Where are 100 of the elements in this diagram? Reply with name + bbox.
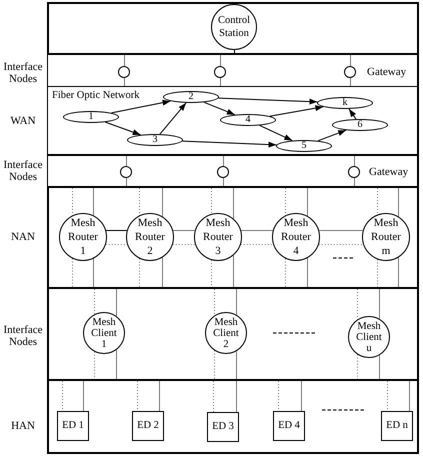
- client-label: Mesh Client 2: [213, 316, 239, 350]
- connector-line: [106, 230, 128, 231]
- connector-line: [236, 380, 237, 412]
- connector-line: [223, 156, 224, 167]
- arrow: [259, 124, 293, 142]
- arrow: [204, 102, 236, 116]
- connector-line: [350, 77, 351, 86]
- connector-line: [409, 380, 410, 412]
- dotted-line: [377, 188, 378, 216]
- connector-line: [240, 230, 274, 231]
- device-label: ED 2: [137, 420, 159, 432]
- connector-line: [220, 77, 221, 86]
- device-box: [132, 411, 164, 441]
- dotted-line: [72, 258, 73, 288]
- device-label: ED 1: [62, 420, 84, 432]
- connector-line: [379, 288, 380, 320]
- router-label: Mesh Router 2: [135, 216, 165, 258]
- network-node-ellipse: [276, 140, 332, 152]
- connector-line: [162, 188, 163, 217]
- connector-line: [220, 54, 221, 67]
- layer-label: HAN: [11, 420, 35, 432]
- dotted-line: [211, 188, 212, 214]
- node-label: 4: [246, 115, 250, 125]
- router-label: Mesh Router m: [371, 216, 401, 258]
- network-node-ellipse: [220, 114, 276, 126]
- router-label: Mesh Router 1: [68, 216, 98, 258]
- gateway-label: Gateway: [367, 66, 406, 78]
- network-node-ellipse: [163, 91, 219, 103]
- client-label: Mesh Client u: [356, 320, 382, 354]
- node-label: k: [342, 98, 348, 108]
- connector-line: [307, 188, 308, 216]
- network-node-ellipse: [317, 97, 373, 109]
- router-label: Mesh Router 4: [281, 216, 311, 258]
- device-label: ED n: [386, 420, 408, 432]
- connector-line: [233, 188, 234, 220]
- device-box: [273, 411, 305, 441]
- network-node-ellipse: [332, 119, 388, 131]
- connector-line: [233, 254, 234, 288]
- arrow: [348, 108, 356, 120]
- connector-line: [124, 54, 125, 67]
- dotted-line: [357, 354, 358, 380]
- dotted-line: [285, 188, 286, 216]
- connector-line: [162, 257, 163, 288]
- connector-line: [398, 188, 399, 217]
- network-label: Fiber Optic Network: [52, 90, 140, 102]
- arrow: [218, 98, 318, 105]
- device-box: [207, 412, 239, 442]
- connector-line: [301, 380, 302, 412]
- dotted-line: [285, 258, 286, 288]
- connector-line: [116, 288, 117, 317]
- connector-line: [159, 380, 160, 412]
- dotted-line: [137, 380, 138, 412]
- connector-line: [83, 380, 84, 412]
- arrow: [104, 122, 142, 136]
- connector-line: [236, 288, 237, 316]
- dotted-line: [139, 188, 140, 216]
- router-label: Mesh Router 3: [203, 216, 233, 258]
- dotted-line: [387, 380, 388, 412]
- connector-line: [350, 54, 351, 67]
- device-label: ED 4: [278, 420, 300, 432]
- connector-line: [398, 257, 399, 288]
- connector-line: [172, 230, 196, 231]
- connector-line: [93, 188, 94, 216]
- node-label: 3: [152, 135, 158, 145]
- connector-line: [236, 350, 237, 380]
- connector-line: [379, 354, 380, 380]
- node-label: 5: [302, 141, 306, 151]
- gateway-label: Gateway: [369, 166, 408, 178]
- connector-line: [234, 50, 235, 54]
- layer-label: Interface Nodes: [3, 324, 43, 348]
- arrow: [317, 130, 347, 142]
- connector-line: [354, 156, 355, 167]
- layer-band: [47, 2, 419, 55]
- dotted-line: [357, 288, 358, 320]
- connector-line: [93, 258, 94, 288]
- layer-label: Interface Nodes: [3, 61, 43, 85]
- dotted-line: [213, 380, 214, 412]
- node-label: 2: [188, 92, 194, 102]
- node-label: 6: [358, 120, 362, 130]
- node-label: 1: [88, 112, 94, 122]
- connector-line: [307, 258, 308, 288]
- arrow: [110, 100, 172, 114]
- arrow: [269, 105, 324, 117]
- device-box: [57, 411, 89, 441]
- dotted-line: [278, 380, 279, 412]
- connector-line: [116, 349, 117, 380]
- dotted-line: [105, 244, 128, 245]
- arrow: [182, 140, 277, 148]
- dotted-line: [62, 380, 63, 412]
- dotted-line: [240, 244, 274, 245]
- client-label: Mesh Client 1: [91, 316, 117, 350]
- connector-line: [126, 156, 127, 167]
- dotted-line: [214, 350, 215, 380]
- layer-label: NAN: [11, 231, 35, 243]
- device-box: [381, 411, 413, 441]
- dotted-line: [94, 351, 95, 380]
- dotted-line: [139, 258, 140, 288]
- station-label: Control Station: [218, 14, 250, 40]
- network-node-ellipse: [63, 111, 119, 123]
- dotted-line: [318, 244, 364, 245]
